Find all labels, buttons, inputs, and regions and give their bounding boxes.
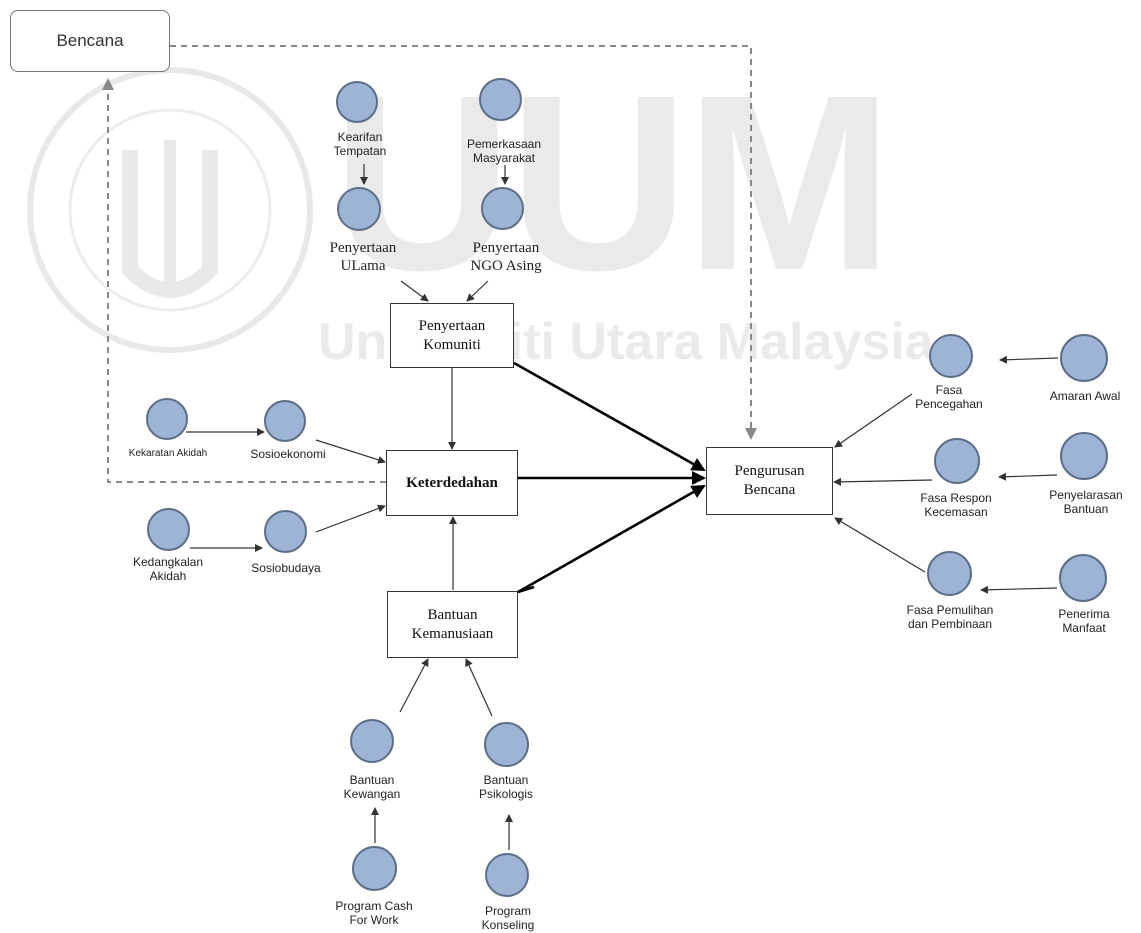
node-sosiobudaya: [264, 510, 307, 553]
link-bantuan-kewangan-to-bantuan: [399, 658, 429, 713]
label-kearifan-tempatan: Kearifan Tempatan: [333, 130, 387, 158]
label-penerima-manfaat: Penerima Manfaat: [1058, 607, 1110, 635]
link-penyertaan-ngo-to-penyertaan: [466, 280, 489, 302]
link-penyelarasan-to-fasa-respon: [998, 472, 1058, 481]
link-amaran-awal-to-fasa-pencegahan: [999, 355, 1059, 364]
node-penerima-manfaat: [1059, 554, 1107, 602]
node-program-konseling: [485, 853, 529, 897]
label-fasa-respon-kecemasan: Fasa Respon Kecemasan: [920, 491, 992, 519]
node-kearifan-tempatan: [336, 81, 378, 123]
label-pemerkasaan-masyarakat: Pemerkasaan Masyarakat: [466, 137, 542, 165]
node-fasa-respon-kecemasan: [934, 438, 980, 484]
node-fasa-pencegahan: [929, 334, 973, 378]
node-bantuan-kewangan: [350, 719, 394, 763]
label-fasa-pencegahan: Fasa Pencegahan: [915, 383, 983, 411]
label-penyelarasan-bantuan: Penyelarasan Bantuan: [1049, 488, 1123, 516]
label-program-cash-for-work: Program Cash For Work: [335, 899, 413, 927]
bold-link-bantuan-tick: [517, 585, 535, 594]
label-fasa-pemulihan: Fasa Pemulihan dan Pembinaan: [906, 603, 994, 631]
label-amaran-awal: Amaran Awal: [1049, 389, 1121, 403]
bencana-box: Bencana: [10, 10, 170, 72]
link-sosioekonomi-to-keterdedahan: [315, 439, 386, 464]
node-bantuan-psikologis: [484, 722, 529, 767]
label-penyertaan-ulama: Penyertaan ULama: [329, 240, 397, 274]
university-seal-watermark: [27, 67, 313, 353]
node-penyertaan-ngo-asing: [481, 187, 524, 230]
label-kedangkalan-akidah: Kedangkalan Akidah: [132, 555, 204, 583]
node-kekaratan-akidah: [146, 398, 188, 440]
dashed-link-keterdedahan-to-bencana: [102, 78, 386, 483]
bold-link-bantuan-to-pengurusan: [517, 484, 706, 594]
link-fasa-pemulihan-to-pengurusan: [834, 517, 926, 573]
node-amaran-awal: [1060, 334, 1108, 382]
label-sosioekonomi: Sosioekonomi: [250, 447, 326, 461]
label-penyertaan-ngo-asing: Penyertaan NGO Asing: [470, 240, 542, 274]
label-kekaratan-akidah: Kekaratan Akidah: [128, 448, 208, 459]
uum-logo-watermark: UUM: [332, 43, 893, 322]
penyertaan-komuniti-box: Penyertaan Komuniti: [390, 303, 514, 368]
pengurusan-bencana-box: Pengurusan Bencana: [706, 447, 833, 515]
node-program-cash-for-work: [352, 846, 397, 891]
label-sosiobudaya: Sosiobudaya: [251, 561, 321, 575]
bantuan-kemanusiaan-box: Bantuan Kemanusiaan: [387, 591, 518, 658]
link-fasa-respon-to-pengurusan: [833, 477, 933, 486]
node-kedangkalan-akidah: [147, 508, 190, 551]
node-penyelarasan-bantuan: [1060, 432, 1108, 480]
node-fasa-pemulihan: [927, 551, 972, 596]
label-program-konseling: Program Konseling: [481, 904, 535, 932]
keterdedahan-box: Keterdedahan: [386, 450, 518, 516]
node-pemerkasaan-masyarakat: [479, 78, 522, 121]
node-sosioekonomi: [264, 400, 306, 442]
link-penerima-to-fasa-pemulihan: [980, 585, 1058, 594]
node-penyertaan-ulama: [337, 187, 381, 231]
link-sosiobudaya-to-keterdedahan: [315, 504, 386, 533]
link-fasa-pencegahan-to-pengurusan: [834, 393, 913, 448]
link-penyertaan-ulama-to-penyertaan: [400, 280, 429, 302]
label-bantuan-psikologis: Bantuan Psikologis: [478, 773, 534, 801]
link-bantuan-psikologis-to-bantuan: [465, 658, 493, 717]
bold-link-penyertaan-to-pengurusan: [513, 361, 706, 472]
label-bantuan-kewangan: Bantuan Kewangan: [343, 773, 401, 801]
